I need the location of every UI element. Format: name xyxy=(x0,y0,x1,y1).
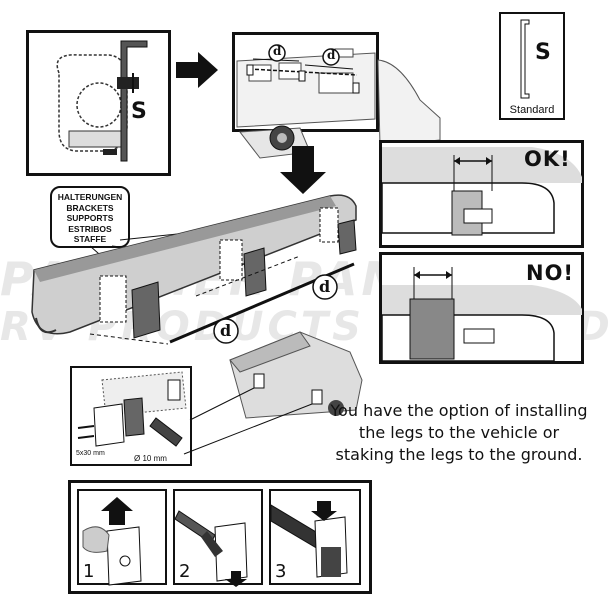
drill-size-label: Ø 10 mm xyxy=(134,454,167,463)
brackets-label-en: BRACKETS xyxy=(66,202,114,213)
steps-panel: 1 2 3 xyxy=(68,480,372,594)
van-top-drawing xyxy=(236,44,376,128)
standard-s-letter: S xyxy=(535,40,551,65)
step-3-frame: 3 xyxy=(269,489,361,585)
screw-size-label: 5x30 mm xyxy=(76,450,105,457)
brackets-label-it: STAFFE xyxy=(73,234,107,244)
step-3-number: 3 xyxy=(275,561,287,582)
distance-label-top-2: d xyxy=(327,48,336,62)
s-label: S xyxy=(131,99,147,124)
awning-section-drawing xyxy=(56,40,148,162)
step-2-frame: 2 xyxy=(173,489,263,587)
option-text: You have the option of installing the le… xyxy=(330,401,588,464)
install-detail-drawing xyxy=(77,371,187,447)
standard-profile-panel: S Standard xyxy=(499,12,565,120)
distance-label-rail-2: d xyxy=(319,277,331,296)
standard-caption: Standard xyxy=(509,104,555,116)
step-2-drawing xyxy=(175,510,248,587)
brackets-label-de: HALTERUNGEN xyxy=(57,192,123,202)
ok-correct-drawing xyxy=(382,147,582,236)
step-3-drawing xyxy=(271,501,348,578)
distance-label-rail-1: d xyxy=(220,321,232,340)
van-brackets-panel: d d xyxy=(232,32,379,132)
brackets-label: HALTERUNGEN BRACKETS SUPPORTS ESTRIBOS S… xyxy=(50,186,130,248)
step-2-number: 2 xyxy=(179,561,191,582)
no-incorrect-drawing xyxy=(382,267,582,362)
step-1-drawing xyxy=(82,497,142,586)
brackets-label-es: ESTRIBOS xyxy=(68,223,112,234)
standard-profile-drawing xyxy=(520,19,530,99)
no-panel: NO! xyxy=(379,252,584,364)
awning-section-panel: S xyxy=(26,30,171,176)
step-1-frame: 1 xyxy=(77,489,167,586)
install-detail-panel: 5x30 mm Ø 10 mm xyxy=(70,366,192,466)
no-label: NO! xyxy=(526,261,575,285)
ok-panel: OK! xyxy=(379,140,584,248)
step-1-number: 1 xyxy=(83,561,95,582)
ok-label: OK! xyxy=(524,147,571,171)
brackets-label-fr: SUPPORTS xyxy=(66,213,114,223)
distance-label-top-1: d xyxy=(273,44,282,58)
